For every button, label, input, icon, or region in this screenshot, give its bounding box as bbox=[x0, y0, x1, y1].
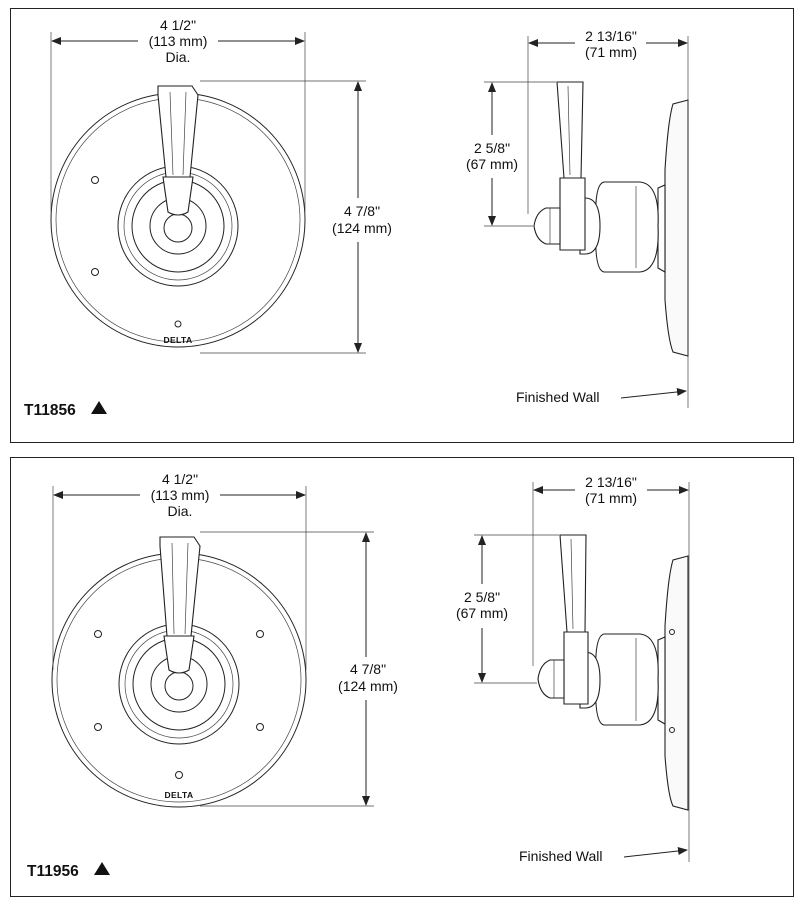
mounting-hole bbox=[91, 176, 99, 184]
lever-side bbox=[559, 534, 587, 633]
handle-fraction-label: 2 5/8" bbox=[474, 140, 510, 156]
trim-plate-side bbox=[664, 99, 689, 357]
bonnet-side bbox=[595, 633, 659, 726]
lever-side bbox=[556, 81, 584, 179]
mounting-hole bbox=[256, 630, 264, 638]
depth-fraction-label: 2 13/16" bbox=[585, 28, 637, 44]
lever-handle-base bbox=[163, 635, 195, 674]
side-view-1 bbox=[533, 81, 689, 357]
height-mm-label: (124 mm) bbox=[338, 678, 398, 694]
depth-mm-label: (71 mm) bbox=[585, 44, 637, 60]
end-knob-side bbox=[537, 659, 565, 699]
mounting-hole bbox=[94, 723, 102, 731]
width-dia-label: Dia. bbox=[168, 503, 193, 519]
logo-mark-icon bbox=[174, 320, 182, 328]
depth-fraction-label: 2 13/16" bbox=[585, 474, 637, 490]
front-view-1: DELTA bbox=[50, 85, 306, 348]
bonnet-cap bbox=[164, 671, 194, 701]
mounting-hole bbox=[256, 723, 264, 731]
width-mm-label: (113 mm) bbox=[149, 33, 208, 49]
brand-logo: DELTA bbox=[163, 335, 192, 345]
end-knob-side bbox=[533, 207, 561, 245]
lever-handle-base bbox=[162, 176, 194, 216]
width-mm-label: (113 mm) bbox=[151, 487, 210, 503]
height-fraction-label: 4 7/8" bbox=[350, 661, 386, 677]
finished-wall-label: Finished Wall bbox=[516, 389, 600, 405]
lever-handle bbox=[157, 85, 199, 178]
mounting-hole bbox=[94, 630, 102, 638]
width-dia-label: Dia. bbox=[166, 49, 191, 65]
mounting-hole bbox=[175, 771, 183, 779]
height-fraction-label: 4 7/8" bbox=[344, 203, 380, 219]
triangle-icon bbox=[94, 862, 110, 875]
side-view-2 bbox=[537, 534, 689, 811]
mounting-hole bbox=[669, 727, 675, 733]
depth-mm-label: (71 mm) bbox=[585, 490, 637, 506]
mounting-hole bbox=[91, 268, 99, 276]
trim-plate-side bbox=[664, 555, 689, 811]
lever-hub-side bbox=[559, 177, 586, 251]
height-mm-label: (124 mm) bbox=[332, 220, 392, 236]
mounting-hole bbox=[669, 629, 675, 635]
triangle-icon bbox=[91, 401, 107, 414]
front-view-2: DELTA bbox=[51, 536, 307, 808]
model-number: T11956 bbox=[27, 863, 79, 880]
lever-handle bbox=[159, 536, 201, 637]
handle-fraction-label: 2 5/8" bbox=[464, 589, 500, 605]
bonnet-side bbox=[595, 181, 659, 273]
finished-wall-arrow bbox=[620, 387, 687, 399]
lever-hub-side bbox=[563, 631, 589, 705]
handle-mm-label: (67 mm) bbox=[466, 156, 518, 172]
finished-wall-arrow bbox=[623, 847, 688, 858]
brand-logo: DELTA bbox=[164, 790, 193, 800]
finished-wall-label: Finished Wall bbox=[519, 848, 603, 864]
model-number: T11856 bbox=[24, 402, 76, 419]
width-fraction-label: 4 1/2" bbox=[162, 471, 198, 487]
bonnet-cap bbox=[163, 213, 193, 243]
width-fraction-label: 4 1/2" bbox=[160, 17, 196, 33]
handle-mm-label: (67 mm) bbox=[456, 605, 508, 621]
